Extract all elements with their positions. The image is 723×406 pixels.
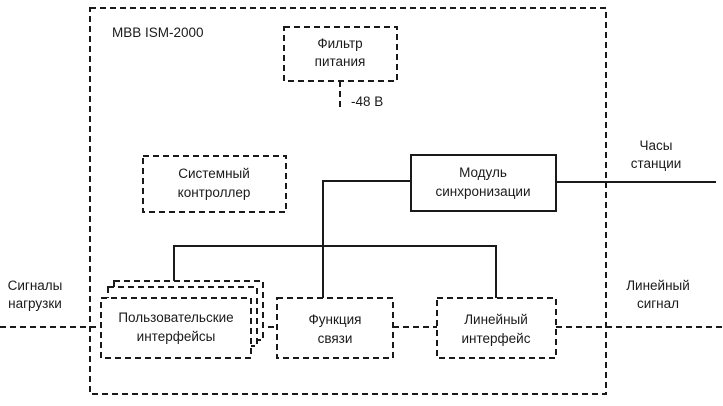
device-boundary [89, 7, 607, 395]
user-interfaces-line2: интерфейсы [137, 329, 216, 344]
power-filter-line2: питания [315, 54, 366, 69]
voltage-label: -48 В [351, 94, 383, 109]
link-function-line1: Функция [309, 312, 362, 327]
system-controller-line1: Системный [178, 166, 250, 181]
system-controller-line2: контроллер [178, 185, 251, 200]
load-signals-line1: Сигналы [8, 278, 63, 293]
sync-to-link-wire [322, 180, 411, 298]
station-clock-line2: станции [631, 156, 682, 171]
user-interfaces-line1: Пользовательские [118, 310, 233, 325]
link-function-line2: связи [318, 331, 353, 346]
link-function-box [276, 297, 394, 359]
load-signals-line2: нагрузки [8, 296, 62, 311]
sync-module-box [410, 154, 557, 212]
line-interface-line1: Линейный [464, 312, 528, 327]
line-signal-line1: Линейный [626, 278, 690, 293]
sync-bus-wire [173, 245, 497, 298]
user-interfaces-box [100, 297, 252, 359]
sync-module-line1: Модуль [459, 165, 507, 180]
line-signal-line2: сигнал [637, 296, 679, 311]
power-filter-line1: Фильтр [317, 36, 362, 51]
device-title: МВВ ISM-2000 [112, 25, 204, 40]
power-filter-label: Фильтр [317, 36, 362, 51]
line-interface-line2: интерфейс [462, 331, 531, 346]
system-controller-box [142, 155, 287, 213]
sync-module-line2: синхронизации [435, 184, 530, 199]
line-interface-box [436, 297, 557, 359]
station-clock-line1: Часы [640, 138, 673, 153]
